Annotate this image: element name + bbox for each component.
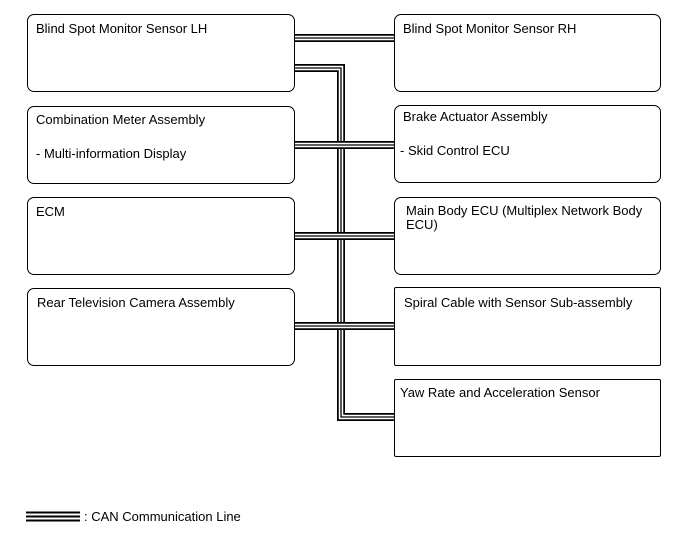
component-name: Blind Spot Monitor Sensor LH	[36, 21, 208, 36]
component-ecm: ECM	[27, 197, 295, 275]
component-name: Combination Meter Assembly	[36, 112, 206, 127]
component-blind-spot-monitor-sensor-lh: Blind Spot Monitor Sensor LH	[27, 14, 295, 92]
component-combination-meter-assembly: Combination Meter Assembly - Multi-infor…	[27, 106, 295, 184]
component-name: Spiral Cable with Sensor Sub-assembly	[404, 295, 633, 310]
component-blind-spot-monitor-sensor-rh: Blind Spot Monitor Sensor RH	[394, 14, 661, 92]
component-spiral-cable-with-sensor-sub-assembly: Spiral Cable with Sensor Sub-assembly	[394, 287, 661, 366]
component-brake-actuator-assembly: Brake Actuator Assembly - Skid Control E…	[394, 105, 661, 183]
component-rear-television-camera-assembly: Rear Television Camera Assembly	[27, 288, 295, 366]
component-name: Rear Television Camera Assembly	[37, 295, 235, 310]
legend-label: : CAN Communication Line	[84, 509, 241, 524]
component-name: Main Body ECU (Multiplex Network Body EC…	[406, 203, 643, 232]
component-subunit: - Multi-information Display	[36, 146, 187, 161]
component-name: ECM	[36, 204, 65, 219]
component-name: Yaw Rate and Acceleration Sensor	[400, 385, 600, 400]
can-line-legend-symbol	[26, 511, 80, 522]
component-main-body-ecu: Main Body ECU (Multiplex Network Body EC…	[394, 197, 661, 275]
component-name: Blind Spot Monitor Sensor RH	[403, 21, 577, 36]
can-line-trunk	[295, 64, 394, 421]
component-subunit: - Skid Control ECU	[400, 143, 510, 158]
component-name: Brake Actuator Assembly	[403, 109, 548, 124]
component-yaw-rate-and-acceleration-sensor: Yaw Rate and Acceleration Sensor	[394, 379, 661, 457]
